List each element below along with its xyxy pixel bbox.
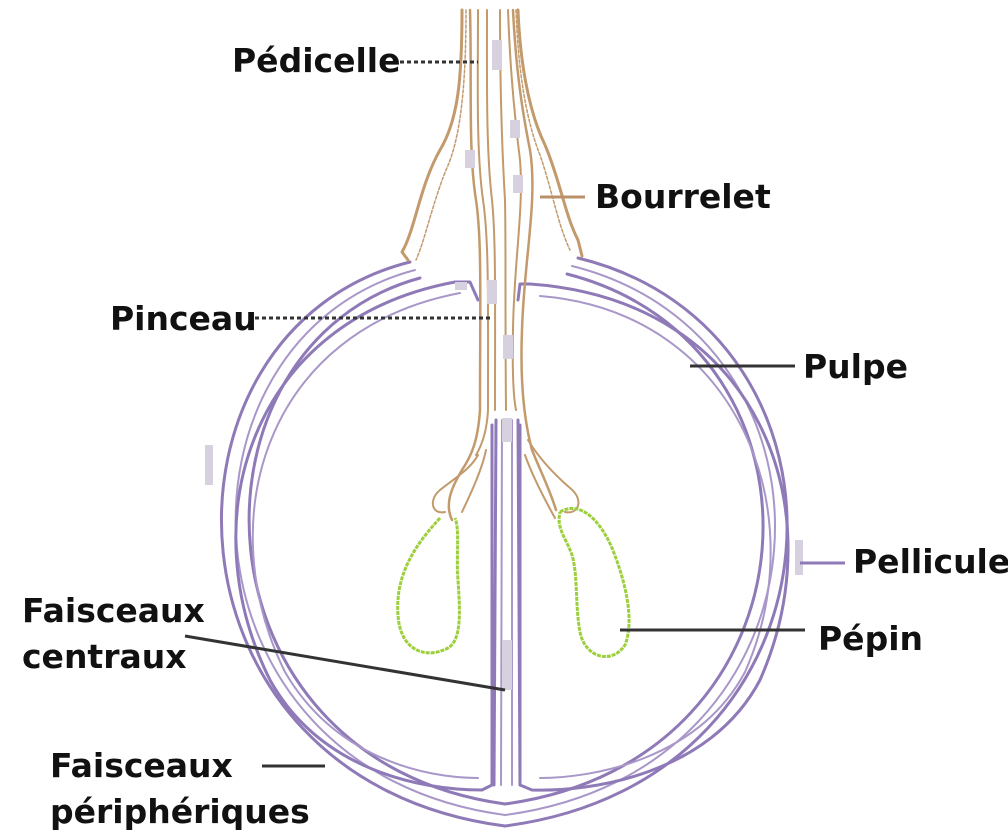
central-highlight-top bbox=[502, 418, 512, 442]
label-faisceaux-centraux-line1: Faisceaux bbox=[22, 591, 205, 630]
central-highlight-mid bbox=[502, 640, 512, 690]
pepin-left bbox=[398, 518, 460, 653]
pepins bbox=[398, 508, 629, 656]
label-pinceau: Pinceau bbox=[110, 299, 257, 338]
strand-highlight-2 bbox=[465, 150, 475, 168]
pedicelle-inner-left bbox=[416, 10, 466, 260]
leader-faisceaux-centraux bbox=[185, 636, 505, 690]
branch-right-seed-2 bbox=[525, 455, 555, 518]
pulp-right-inner bbox=[540, 296, 771, 778]
strand-highlight-6 bbox=[503, 335, 513, 359]
strand-highlight-4 bbox=[513, 175, 523, 193]
label-faisceaux-peripheriques-line1: Faisceaux bbox=[50, 746, 233, 785]
labels: Pédicelle Bourrelet Pinceau Pulpe Pellic… bbox=[22, 41, 1008, 831]
pulp-right-outer bbox=[520, 284, 788, 790]
central-bundle-right-outer bbox=[518, 420, 520, 785]
label-faisceaux-peripheriques-line2: périphériques bbox=[50, 792, 310, 831]
label-pedicelle: Pédicelle bbox=[232, 41, 400, 80]
label-pulpe: Pulpe bbox=[803, 347, 908, 386]
faisceaux-centraux-bundles bbox=[494, 418, 520, 785]
pepin-right bbox=[559, 508, 629, 656]
strand-1 bbox=[449, 10, 481, 520]
ring-highlight-top-left bbox=[455, 282, 467, 290]
ring-highlight-right bbox=[795, 540, 803, 575]
pulp-left-outer bbox=[236, 282, 492, 790]
pedicelle-left-contour bbox=[402, 10, 462, 260]
label-bourrelet: Bourrelet bbox=[595, 177, 771, 216]
label-pellicule: Pellicule bbox=[853, 542, 1008, 581]
branch-left-seed-2 bbox=[462, 450, 486, 512]
strand-highlight-5 bbox=[487, 280, 497, 304]
pedicelle-inner-right bbox=[516, 10, 570, 250]
strand-highlight-1 bbox=[492, 40, 502, 70]
strand-highlight-3 bbox=[510, 120, 520, 138]
label-faisceaux-centraux-line2: centraux bbox=[22, 637, 187, 676]
central-bundle-left-inner bbox=[501, 420, 502, 785]
central-bundle-left-outer bbox=[494, 420, 496, 785]
ring-highlight-left bbox=[205, 445, 213, 485]
label-pepin: Pépin bbox=[818, 619, 923, 658]
